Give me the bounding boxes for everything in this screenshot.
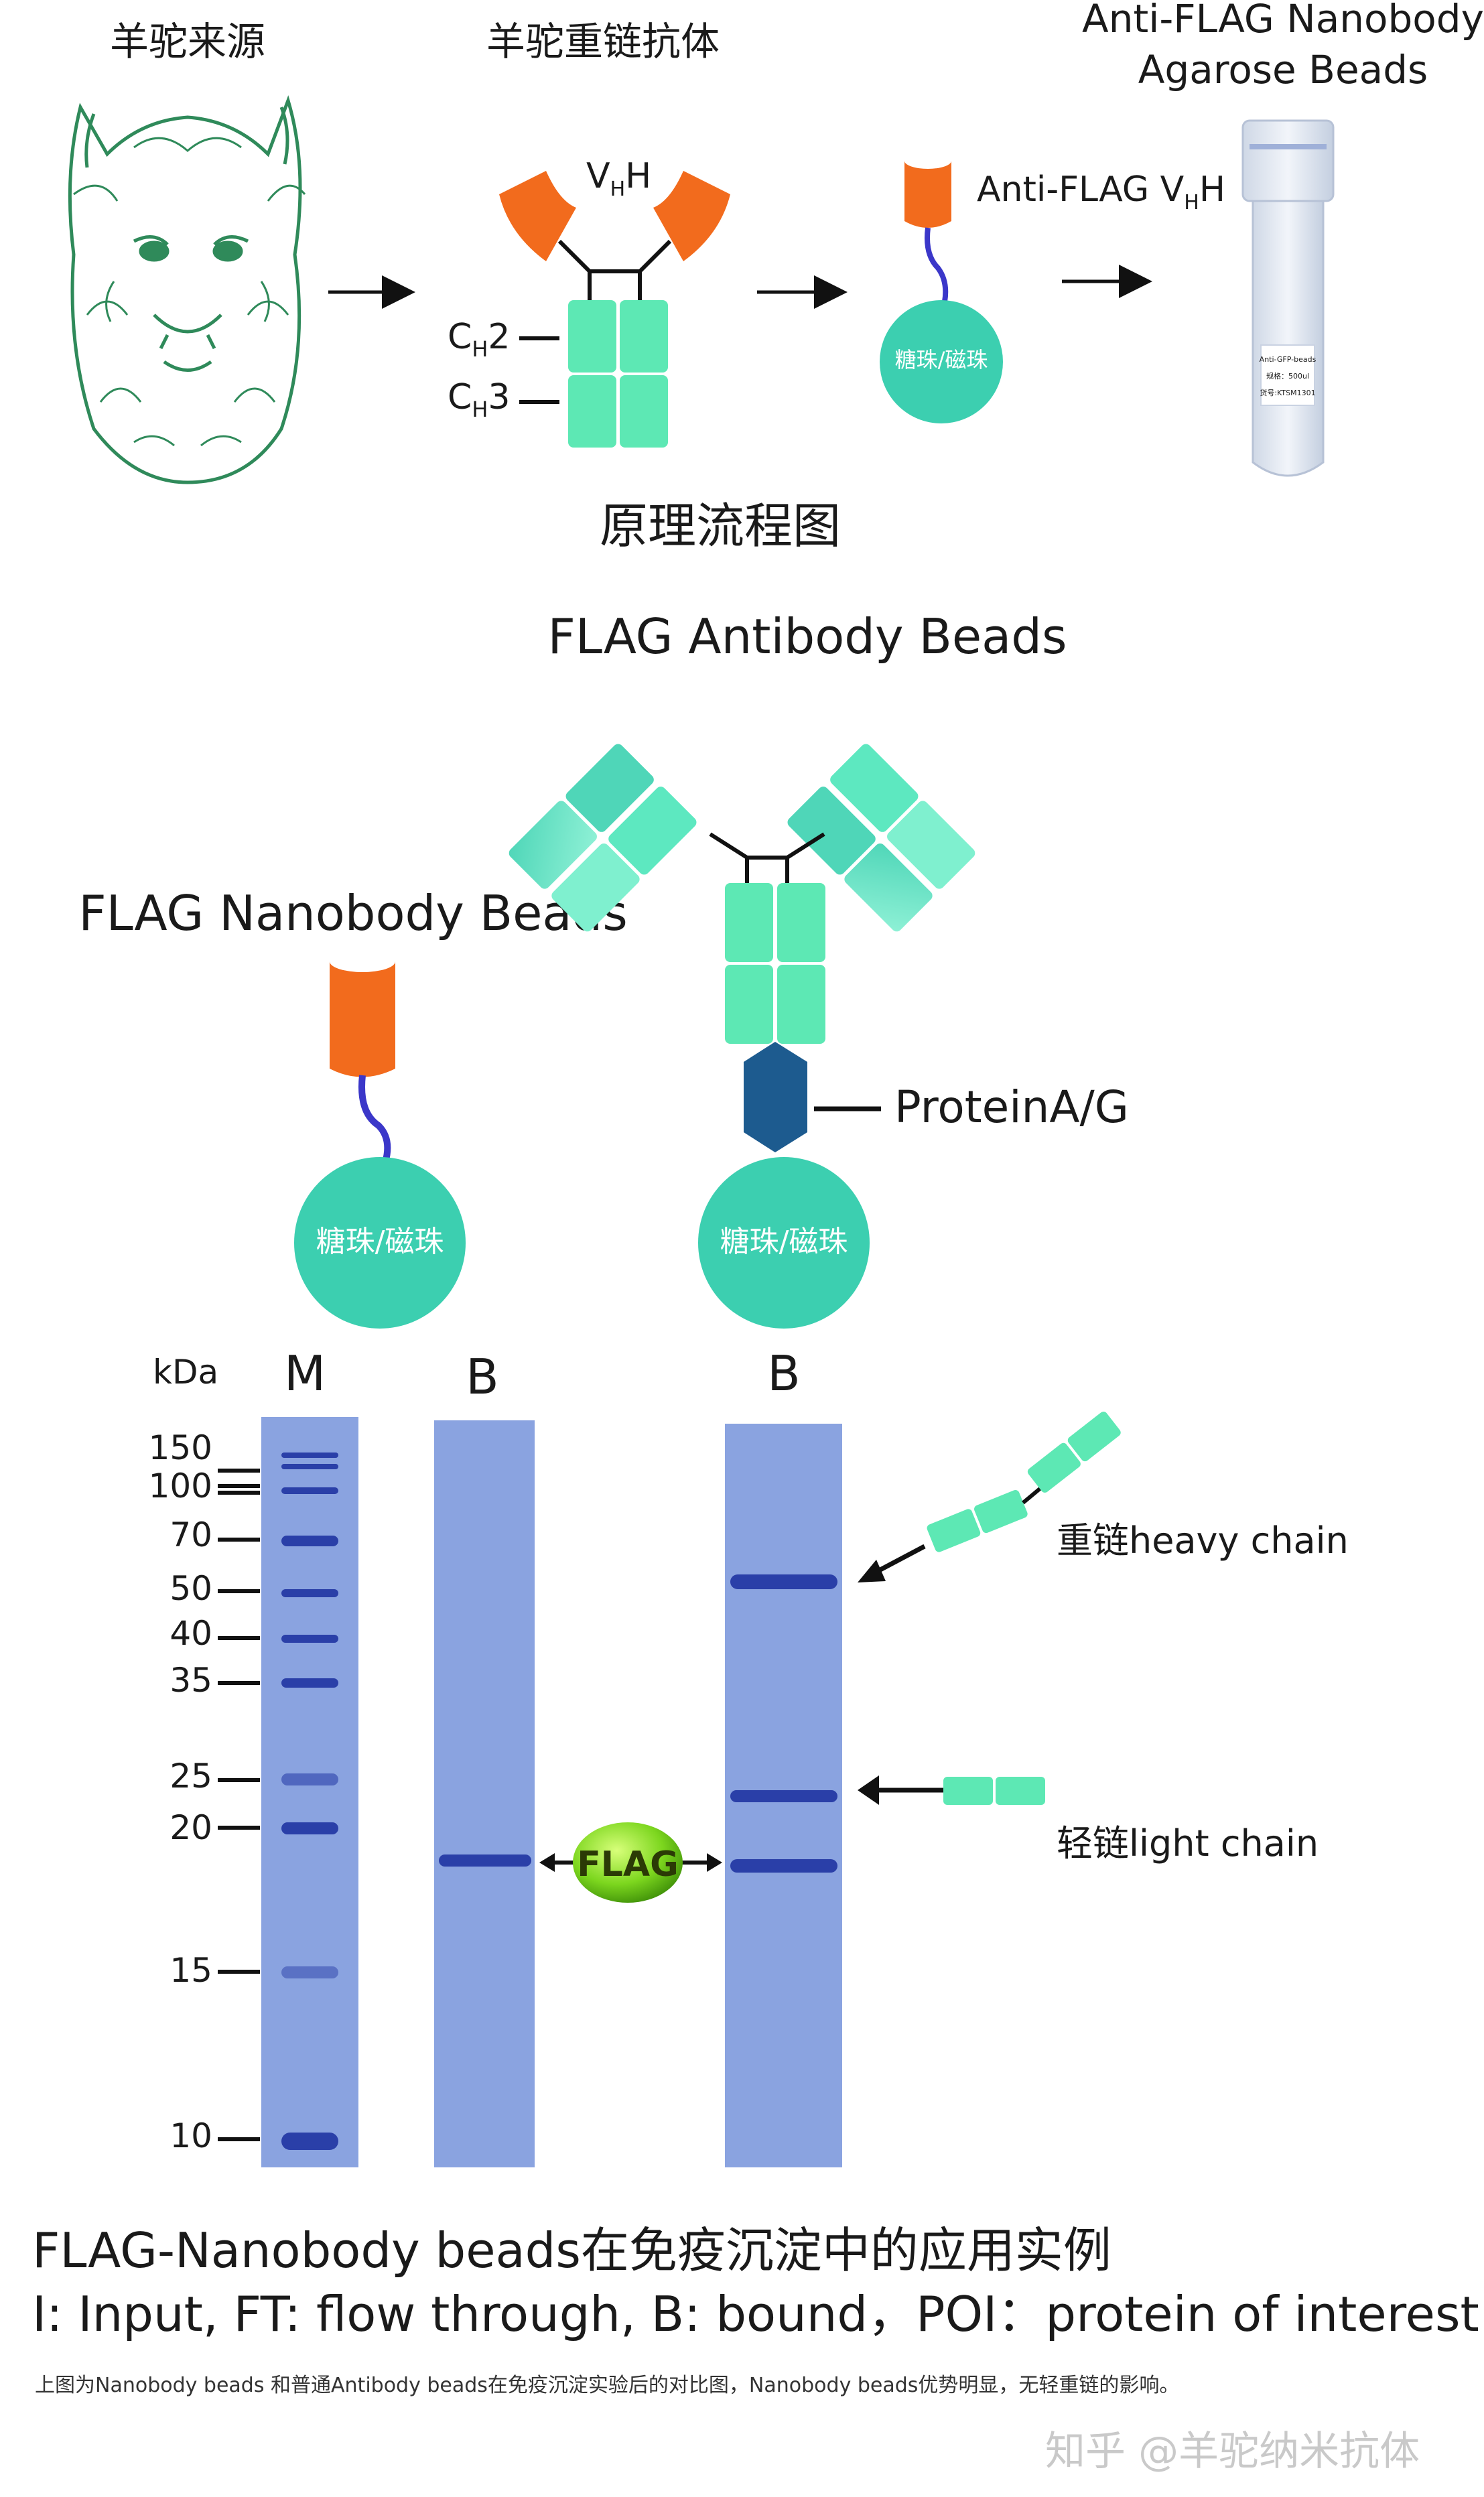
lane-b1-label: B	[466, 1349, 498, 1405]
tube-label-3: 货号:KTSM1301	[1260, 388, 1315, 397]
heavy-chain-icon	[927, 1411, 1121, 1552]
protein-ag-label: ProteinA/G	[894, 1081, 1129, 1133]
marker-15: 15	[170, 1951, 212, 1990]
marker-50: 50	[170, 1569, 212, 1608]
alpaca-illustration	[68, 95, 306, 484]
alpaca-source-label: 羊驼来源	[110, 19, 265, 64]
bead-label-2: 糖珠/磁珠	[316, 1225, 444, 1259]
footer-legend: I: Input, FT: flow through, B: bound，POI…	[32, 2286, 1479, 2342]
watermark: 知乎 @羊驼纳米抗体	[1045, 2428, 1420, 2475]
band-light-chain	[730, 1790, 837, 1802]
vhh-antibody-label: 羊驼重链抗体	[486, 19, 720, 64]
marker-100: 100	[149, 1467, 212, 1505]
protein-ag-hexagon	[744, 1042, 807, 1152]
conventional-antibody	[509, 744, 975, 1329]
nanobody-beads-title: FLAG Nanobody Beads	[78, 885, 628, 941]
marker-40: 40	[170, 1614, 212, 1653]
bead-circle-3	[698, 1157, 870, 1329]
lane-m-label: M	[284, 1345, 326, 1402]
anti-flag-vhh-label: Anti-FLAG VHH	[977, 170, 1225, 214]
ch2-label: CH2	[448, 317, 510, 362]
marker-labels: 150 100 70 50 40 35 25 20 15 10	[149, 1428, 212, 2155]
nanobody-on-bead	[294, 951, 466, 1329]
lane-nanobody	[434, 1420, 535, 2167]
marker-10: 10	[170, 2116, 212, 2155]
marker-20: 20	[170, 1808, 212, 1847]
flow-caption: 原理流程图	[600, 498, 841, 554]
bead-label-3: 糖珠/磁珠	[720, 1225, 848, 1259]
lane-b2-label: B	[767, 1345, 800, 1402]
footer-note: 上图为Nanobody beads 和普通Antibody beads在免疫沉淀…	[35, 2374, 1180, 2397]
flag-tag-pill	[573, 1822, 683, 1903]
light-chain-icon	[943, 1777, 1045, 1805]
light-chain-label: 轻链light chain	[1057, 1822, 1319, 1865]
vhh-domain-left	[499, 171, 576, 261]
band-nanobody-flag	[439, 1854, 531, 1867]
heavy-chain-label: 重链heavy chain	[1057, 1520, 1349, 1562]
marker-35: 35	[170, 1661, 212, 1700]
ch3-label: CH3	[448, 377, 510, 422]
tube-label-2: 规格：500ul	[1266, 371, 1309, 381]
kda-label: kDa	[153, 1353, 218, 1392]
heavy-chain-antibody	[499, 171, 730, 448]
antibody-beads-title: FLAG Antibody Beads	[548, 608, 1067, 665]
bead-tube: Anti-GFP-beads 规格：500ul 货号:KTSM1301	[1241, 119, 1335, 477]
footer-title: FLAG-Nanobody beads在免疫沉淀中的应用实例	[32, 2222, 1111, 2279]
marker-bands	[281, 1453, 338, 2150]
band-heavy-chain	[730, 1574, 837, 1589]
band-antibody-flag	[730, 1859, 837, 1873]
product-title-line2: Agarose Beads	[1138, 47, 1428, 92]
bead-label-1: 糖珠/磁珠	[895, 347, 988, 373]
bead-circle-2	[294, 1157, 466, 1329]
vh-label: VHH	[586, 156, 651, 201]
flag-tag-label: FLAG	[577, 1844, 679, 1885]
marker-150: 150	[149, 1428, 212, 1467]
marker-70: 70	[170, 1515, 212, 1554]
vhh-domain-right	[653, 171, 730, 261]
bead-circle-1	[880, 300, 1003, 423]
product-title-line1: Anti-FLAG Nanobody	[1082, 0, 1484, 42]
marker-25: 25	[170, 1757, 212, 1796]
lane-marker	[261, 1417, 358, 2167]
tube-label-1: Anti-GFP-beads	[1260, 355, 1317, 364]
marker-ticks	[218, 1469, 260, 2141]
vhh-on-bead	[880, 153, 1003, 423]
